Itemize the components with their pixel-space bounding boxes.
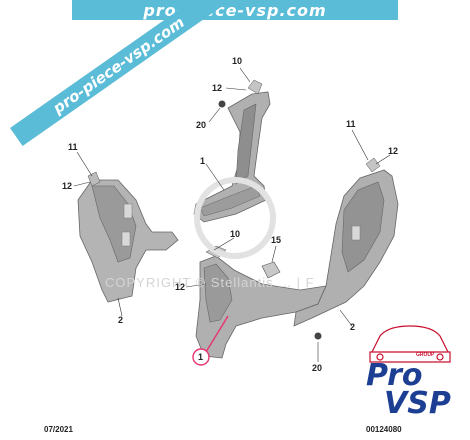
label-10-middle: 10 (230, 229, 240, 239)
pro-vsp-logo: GROUP Pro VSP (364, 322, 456, 422)
footer-date: 07/2021 (44, 425, 73, 434)
label-1-top: 1 (200, 156, 205, 166)
part-2-right-sill (293, 157, 399, 327)
label-11-left: 11 (68, 142, 78, 152)
part-2-left-pillar (77, 171, 179, 303)
label-12-top: 12 (212, 83, 222, 93)
callout-line-1 (205, 315, 229, 353)
label-15: 15 (271, 235, 281, 245)
label-12-right: 12 (388, 146, 398, 156)
label-20-top: 20 (196, 120, 206, 130)
footer-reference: 00124080 (366, 425, 402, 434)
logo-group-text: GROUP (416, 352, 435, 358)
label-2-left: 2 (118, 315, 123, 325)
logo-line2: VSP (384, 386, 451, 421)
copyright-circle-watermark (194, 177, 276, 259)
car-logo-icon (369, 325, 451, 363)
screw-20-bottom (314, 332, 322, 340)
label-20-bottom: 20 (312, 363, 322, 373)
label-12-left: 12 (62, 181, 72, 191)
part-1-lower-sill (195, 245, 327, 359)
part-1-b-pillar (193, 79, 271, 223)
logo-line1: Pro (366, 358, 423, 393)
label-11-right: 11 (346, 119, 356, 129)
copyright-watermark: COPYRIGHT © Stellantis ... | F (105, 275, 315, 290)
label-1-bottom: 1 (198, 352, 203, 362)
screw-20-top (218, 100, 226, 108)
label-12-middle: 12 (175, 282, 185, 292)
callout-circle-1 (192, 348, 210, 366)
part-15-clip (261, 261, 281, 279)
leader-lines (73, 67, 391, 362)
label-2-right: 2 (350, 322, 355, 332)
label-10-top: 10 (232, 56, 242, 66)
